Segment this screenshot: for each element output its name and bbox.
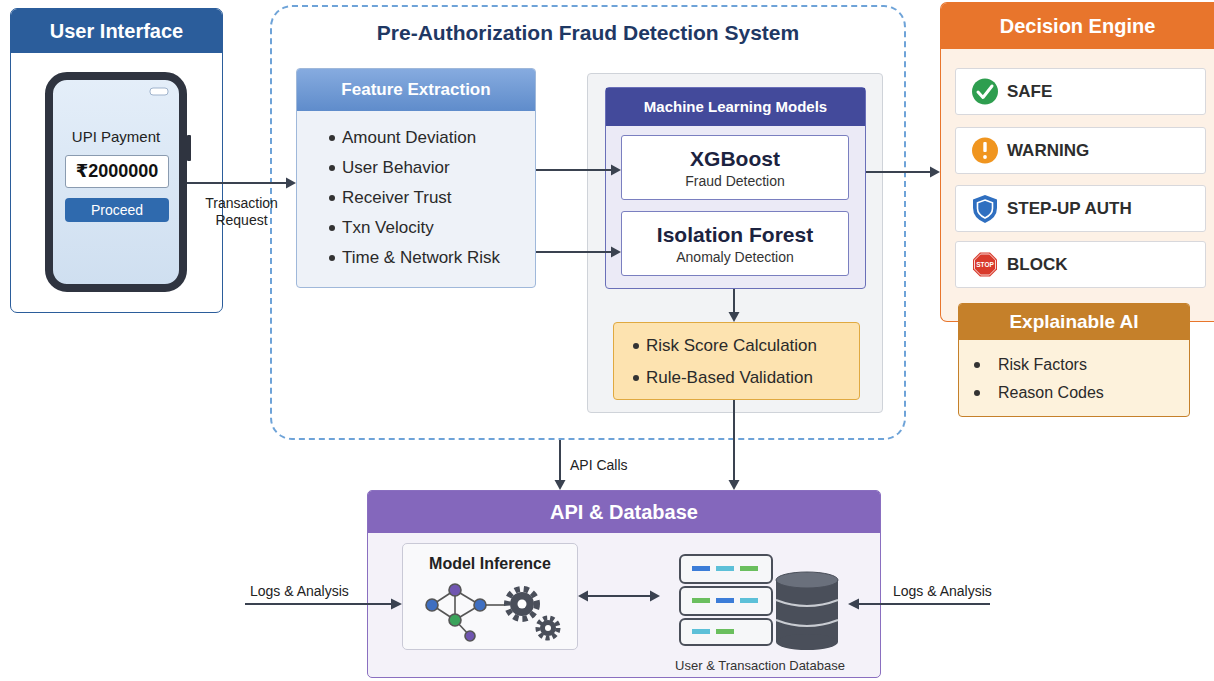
bullet-item: Amount Deviation [297, 123, 535, 153]
decision-option: SAFE [955, 68, 1206, 115]
panel-header: Decision Engine [941, 3, 1214, 49]
box-title: Model Inference [403, 544, 577, 573]
risk-box: Risk Score CalculationRule-Based Validat… [613, 322, 860, 400]
decision-label: STEP-UP AUTH [1007, 186, 1132, 231]
panel-header: User Interface [11, 9, 222, 53]
ui-panel: User InterfaceUPI Payment ₹2000000Proceed [10, 8, 223, 313]
amount-field: ₹2000000 [65, 155, 169, 188]
arrow-head [930, 167, 940, 178]
bullet-item: Risk Factors [959, 351, 1189, 379]
panel-header: Feature Extraction [297, 69, 535, 111]
screen-title: UPI Payment [53, 128, 179, 145]
bullet-item: Rule-Based Validation [614, 362, 859, 394]
inference-box: Model Inference [402, 543, 578, 650]
field-text: Proceed [65, 198, 169, 222]
decision-option: STEP-UP AUTH [955, 185, 1206, 232]
connector-line [559, 440, 561, 481]
bullet-item: User Behavior [297, 153, 535, 183]
decision-label: SAFE [1007, 69, 1052, 114]
system-boundary: Pre-Authorization Fraud Detection System… [270, 5, 906, 440]
panel-header: Explainable AI [959, 304, 1189, 340]
arrow-head [286, 178, 296, 189]
arrow-head [555, 480, 566, 490]
icon-caption: User & Transaction Database [660, 658, 860, 673]
phone-screen: UPI Payment ₹2000000Proceed [45, 72, 187, 292]
bullet-item: Txn Velocity [297, 213, 535, 243]
bullet-item: Receiver Trust [297, 183, 535, 213]
bullet-list: Risk Score CalculationRule-Based Validat… [614, 323, 859, 394]
bullet-list: Amount DeviationUser BehaviorReceiver Tr… [297, 111, 535, 273]
panel-header: Machine Learning Models [606, 88, 865, 126]
field-text: ₹2000000 [66, 156, 168, 186]
bullet-item: Time & Network Risk [297, 243, 535, 273]
model-name: XGBoost [690, 146, 780, 172]
decision-panel: Decision EngineSAFE WARNING STEP-UP AUTH BL… [940, 2, 1214, 322]
xai-box: Explainable AIRisk FactorsReason Codes [958, 303, 1190, 417]
model-name: Isolation Forest [657, 222, 813, 248]
connector-arrow [555, 440, 566, 490]
proceed-button: Proceed [65, 198, 169, 222]
system-title: Pre-Authorization Fraud Detection System [272, 21, 904, 45]
stop-sign-text: STOP [973, 261, 997, 269]
decision-option: WARNING [955, 127, 1206, 174]
decision-label: WARNING [1007, 128, 1089, 173]
log-label: Logs & Analysis [893, 583, 1013, 599]
bullet-item: Reason Codes [959, 379, 1189, 407]
bullet-list: Risk FactorsReason Codes [959, 340, 1189, 407]
panel-header: API & Database [368, 491, 880, 533]
bullet-item: Risk Score Calculation [614, 330, 859, 362]
model-box: XGBoostFraud Detection [621, 135, 849, 200]
api-db-panel: API & DatabaseModel InferenceUser & Tran… [367, 490, 881, 678]
feature-box: Feature ExtractionAmount DeviationUser B… [296, 68, 536, 288]
model-role: Fraud Detection [685, 172, 785, 190]
connector-arrow [729, 400, 740, 490]
model-group: Machine Learning ModelsXGBoostFraud Dete… [605, 87, 866, 289]
model-role: Anomaly Detection [676, 248, 794, 266]
edge-label: Transaction Request [197, 195, 287, 229]
decision-label: BLOCK [1007, 242, 1067, 287]
model-box: Isolation ForestAnomaly Detection [621, 211, 849, 276]
log-label: Logs & Analysis [250, 583, 370, 599]
database-box: User & Transaction Database [660, 545, 860, 675]
arrow-head [729, 480, 740, 490]
edge-label: API Calls [570, 456, 628, 474]
